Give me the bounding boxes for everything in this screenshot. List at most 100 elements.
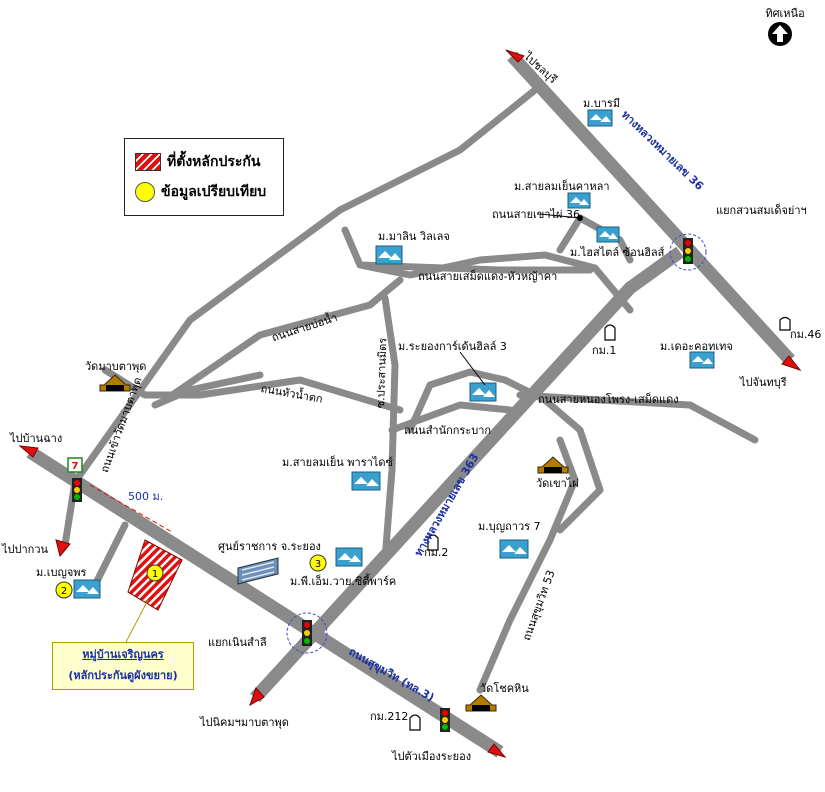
comparable-2-marker (55, 581, 73, 599)
junctions (286, 233, 707, 654)
arrow-nikhom (249, 687, 265, 707)
road-benjaporn (91, 521, 129, 589)
place-sai-lom-khao-lao: ม.สายลมเย็นคาหลา (514, 180, 610, 193)
arrow-ban-chang (18, 445, 39, 458)
km-posts (409, 316, 791, 731)
house-icon (689, 351, 715, 369)
house-icon (335, 547, 363, 567)
house-icon (596, 226, 620, 243)
comparable-2-number: 2 (61, 586, 67, 597)
road-hua-nam-tok (101, 366, 404, 414)
traffic-lights (72, 238, 693, 732)
temple-icon (99, 374, 131, 392)
place-malin: ม.มาลิน วิลเลจ (378, 230, 450, 243)
highway-363 (250, 246, 684, 703)
road-label-samnak: ถนนสำนักกระบาก (404, 424, 492, 437)
highway-36 (507, 51, 795, 365)
place-km46: กม.46 (790, 328, 822, 341)
place-pm-city: ม.พี.เอ็ม.วาย.ซิตี้พาร์ค (290, 575, 397, 588)
callout-leader (125, 599, 149, 643)
house-icon (567, 192, 591, 209)
road-sai-bo-nam (161, 276, 404, 404)
leader-rayong-garden (459, 351, 486, 386)
direction-to-nikhom: ไปนิคมฯมาบตาพุด (200, 716, 289, 729)
place-wat-khao-fai: วัดเขาไผ่ (536, 477, 579, 490)
place-boon-thaworn: ม.บุญถาวร 7 (478, 520, 541, 533)
road-prasan-mit (381, 294, 399, 564)
traffic-light-icon (440, 708, 450, 732)
km-post-icon (604, 324, 616, 341)
traffic-light-icon (683, 238, 693, 264)
place-sai-lom-paradise: ม.สายลมเย็น พาราไดซ์ (282, 456, 393, 469)
callout-title: หมู่บ้านเจริญนคร (82, 648, 164, 661)
km-post-icon (409, 714, 421, 731)
arrow-pak-kwan (55, 539, 71, 558)
house-icon (469, 382, 497, 402)
direction-to-pak-kwan: ไปปากวน (2, 543, 49, 556)
km-post-icon (779, 316, 791, 331)
distance-label: 500 ม. (128, 490, 163, 503)
road-samet-huay (356, 261, 594, 274)
place-rayong-garden: ม.ระยองการ์เด้นฮิลล์ 3 (398, 340, 507, 353)
highway-sukhumvit (26, 446, 504, 758)
place-junction-nen: แยกเนินสำลี (208, 636, 267, 649)
direction-to-chanthaburi: ไปจันทบุรี (740, 376, 787, 389)
road-label-samet-huay: ถนนสายเสม็ดแดง-หัวหญ้าคา (418, 270, 558, 283)
place-wat-map-ta-phut: วัดมาบตาพุด (85, 360, 147, 373)
minor-roads (61, 86, 759, 694)
road-label-prasan-mit: ซ.ประสานมิตร (374, 337, 390, 409)
seven-eleven-number: 7 (72, 461, 79, 472)
direction-arrows (18, 49, 802, 758)
direction-to-rayong: ไปตัวเมืองระยอง (392, 750, 472, 763)
legend-comparable-label: ข้อมูลเปรียบเทียบ (161, 184, 267, 200)
temple-icon (537, 456, 569, 474)
place-gov-center: ศูนย์ราชการ จ.ระยอง (218, 540, 321, 553)
place-wat-chot: วัดโชคหิน (480, 682, 529, 695)
place-km1: กม.1 (592, 344, 617, 357)
direction-to-ban-chang: ไปบ้านฉาง (10, 432, 63, 445)
comparable-3-number: 3 (315, 559, 321, 570)
traffic-light-icon (72, 478, 82, 502)
legend-comparable: ข้อมูลเปรียบเทียบ (135, 181, 266, 203)
house-icon (499, 539, 529, 559)
north-arrow-icon (768, 22, 792, 46)
house-icon (73, 579, 101, 599)
highways (26, 51, 795, 758)
arrow-chonburi (505, 49, 525, 63)
house-icon (351, 471, 381, 491)
leader-khao-fai (539, 213, 581, 219)
arrow-rayong (487, 743, 507, 758)
temple-icons (99, 374, 569, 712)
place-junction-suan: แยกสวนสมเด็จย่าฯ (716, 204, 807, 217)
junction-suan-circle (669, 233, 707, 271)
site-callout: หมู่บ้านเจริญนคร (หลักประกันดูผังขยาย) (52, 642, 194, 690)
place-the-cozy: ม.เดอะคอทเทจ (660, 340, 733, 353)
government-building-icon (237, 557, 279, 585)
place-km212: กม.212 (370, 710, 409, 723)
house-icon (587, 109, 613, 127)
road-hua-nam-tok-branch (151, 371, 264, 409)
site-marker-number: 1 (152, 569, 158, 580)
place-hi-style: ม.ไฮสไตล์ ซ้อนฮิลส์ (570, 246, 665, 259)
road-nong-phong (516, 391, 759, 444)
road-rayong-garden-loop (406, 368, 604, 534)
place-baramee: ม.บารมี (583, 97, 621, 110)
place-benja-porn: ม.เบญจพร (36, 566, 87, 579)
house-icon (375, 245, 403, 265)
road-label-nong-phong: ถนนสายหนองโพรง-เสม็ดแดง (538, 393, 679, 406)
legend: ที่ตั้งหลักประกัน ข้อมูลเปรียบเทียบ (124, 138, 284, 216)
temple-icon (465, 694, 497, 712)
junction-nen-circle (286, 612, 328, 654)
road-north-loop (71, 86, 539, 486)
road-label-khao-fai36: ถนนสายเขาไผ่ 36 (492, 208, 580, 221)
comparable-3-marker (309, 554, 327, 572)
traffic-light-icon (302, 620, 312, 646)
place-km2: กม.2 (424, 546, 449, 559)
legend-hatch-swatch (135, 153, 161, 171)
site-marker (146, 564, 164, 582)
legend-site-label: ที่ตั้งหลักประกัน (167, 154, 261, 170)
arrow-chanthaburi (781, 355, 802, 372)
road-sukhumvit-53 (476, 436, 579, 694)
road-khao-fai-36 (556, 214, 584, 254)
village-icons (73, 109, 715, 599)
